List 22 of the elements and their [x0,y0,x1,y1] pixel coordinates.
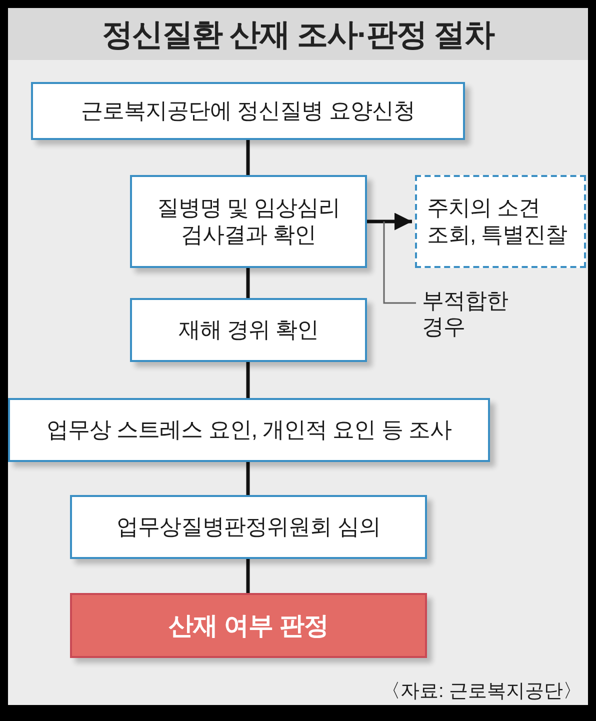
process-box [130,175,367,268]
process-box [70,495,427,559]
connector-line [246,140,250,175]
dashed-box [415,175,586,268]
node-text: 질병명 및 임상심리 검사결과 확인 [156,195,342,248]
node-text: 근로복지공단에 정신질병 요양신청 [81,98,415,124]
connector-line [246,268,250,298]
node-text: 업무상 스트레스 요인, 개인적 요인 등 조사 [46,416,452,444]
node-text: 업무상질병판정위원회 심의 [116,514,380,540]
connector-line [246,559,250,593]
process-box [31,82,465,140]
node-text: 산재 여부 판정 [168,610,328,640]
title: 정신질환 산재 조사·판정 절차 [100,16,496,54]
process-box [130,298,367,362]
arrow [367,212,412,230]
connector-line [246,362,250,398]
result-box [70,593,427,658]
node-text: 재해 경위 확인 [178,316,319,344]
connector-line [246,462,250,495]
source-note: 〈자료: 근로복지공단〉 [381,680,582,704]
process-box [8,398,490,462]
node-text: 주치의 소견 조회, 특별진찰 [427,195,568,248]
